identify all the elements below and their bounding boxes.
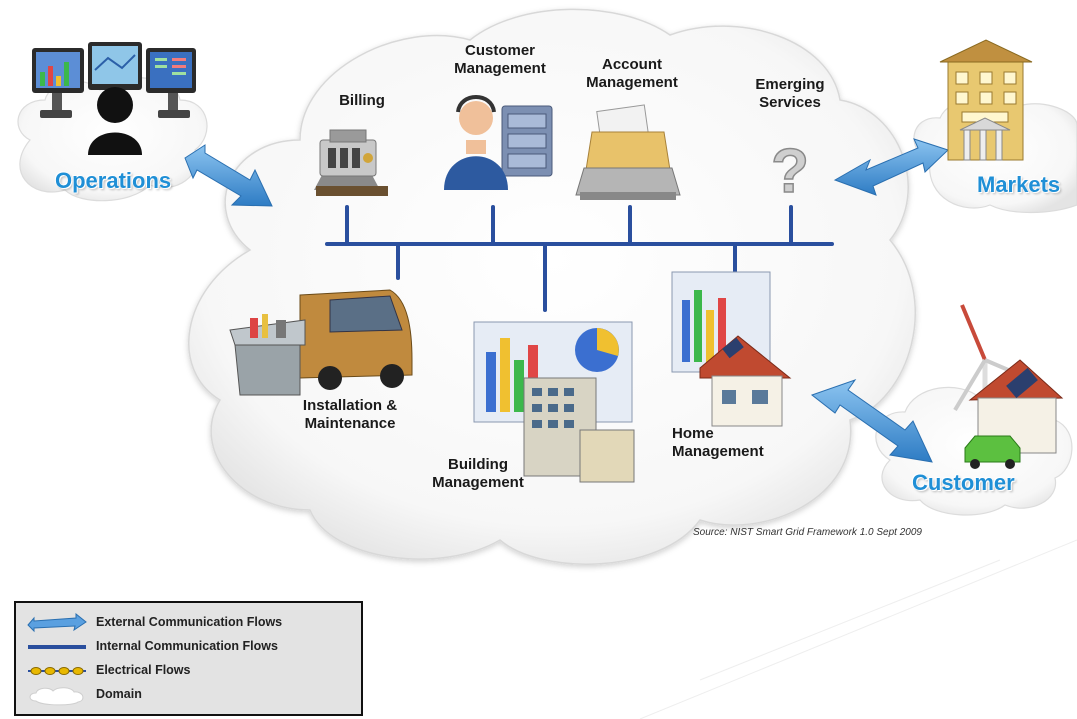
home-chart-icon xyxy=(671,271,792,427)
operations-monitors-icon xyxy=(32,42,196,155)
svg-text:?: ? xyxy=(771,137,809,206)
legend-row-electrical: Electrical Flows xyxy=(16,661,361,681)
question-mark-icon: ? xyxy=(770,136,809,207)
internal-flow-line-icon xyxy=(28,645,86,649)
legend-row-domain: Domain xyxy=(16,685,361,706)
legend-row-internal: Internal Communication Flows xyxy=(16,637,361,657)
external-arrow-operations xyxy=(184,144,273,207)
external-flow-arrow-icon xyxy=(27,613,87,633)
legend: External Communication Flows Internal Co… xyxy=(14,601,363,716)
file-tray-icon xyxy=(575,104,681,200)
domain-label-operations: Operations xyxy=(55,168,172,193)
building-chart-icon xyxy=(473,321,635,483)
domain-label-customer: Customer xyxy=(912,470,1015,495)
node-label-building-management: Building Management xyxy=(432,456,524,491)
market-building-icon xyxy=(939,39,1033,161)
electrical-flow-dots-icon xyxy=(28,667,86,675)
node-label-emerging-services: Emerging Services xyxy=(755,76,825,111)
legend-label: Internal Communication Flows xyxy=(96,639,278,653)
background-guides xyxy=(639,539,1077,719)
legend-label: External Communication Flows xyxy=(96,615,283,629)
customer-agent-icon xyxy=(444,95,553,190)
node-label-customer-management: Customer Management xyxy=(454,42,546,77)
domain-label-markets: Markets xyxy=(977,172,1061,197)
external-arrow-customer xyxy=(810,379,933,463)
node-label-account-management: Account Management xyxy=(586,56,678,91)
node-label-billing: Billing xyxy=(339,92,385,109)
internal-communication-bus xyxy=(325,205,834,312)
domain-cloud-icon xyxy=(29,687,84,706)
legend-label: Electrical Flows xyxy=(96,663,191,677)
toolbox-van-icon xyxy=(229,289,413,396)
source-note: Source: NIST Smart Grid Framework 1.0 Se… xyxy=(693,527,922,538)
customer-home-turbine-icon xyxy=(953,304,1064,469)
node-label-installation-maintenance: Installation & Maintenance xyxy=(302,397,398,432)
node-label-home-management: Home Management xyxy=(672,425,764,460)
legend-row-external: External Communication Flows xyxy=(16,613,361,633)
legend-label: Domain xyxy=(96,687,142,701)
cash-register-icon xyxy=(314,129,388,196)
